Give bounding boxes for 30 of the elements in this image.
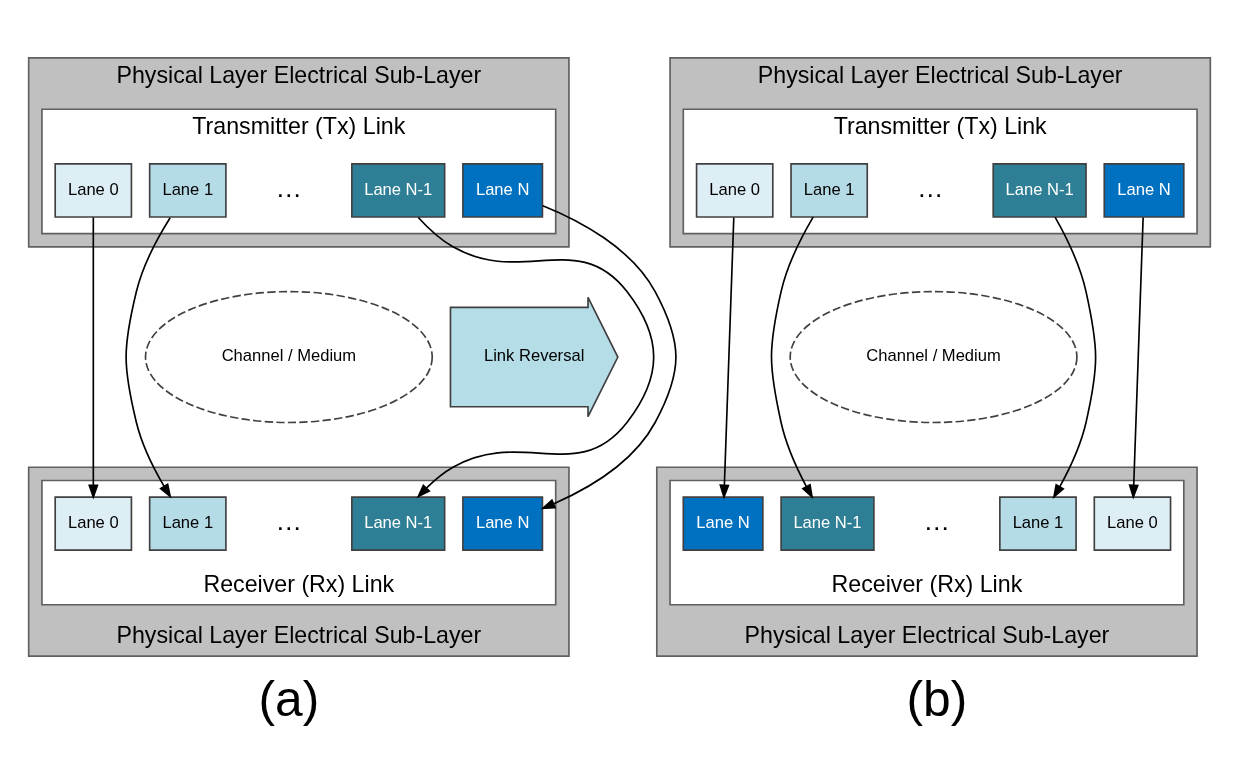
node-box: Lane N-1 [351,163,446,218]
node-ellipse: Channel / Medium [144,290,434,424]
arrow [1052,216,1097,500]
label: (a) [258,670,320,727]
node-box: Lane 1 [148,496,227,551]
node-box: Lane 0 [1093,496,1172,551]
label: … [923,505,951,536]
arrow [540,204,677,510]
node-box: Lane 1 [790,163,869,218]
arrow [1128,216,1144,500]
node-box: Lane N [1103,163,1185,218]
node-box: Lane N [682,496,764,551]
node-box: Lane N-1 [992,163,1087,218]
arrow [88,216,99,500]
arrow [416,216,655,499]
label: … [916,172,944,203]
node-box: Lane 1 [999,496,1077,551]
node-box: Lane N-1 [351,496,446,551]
node-ellipse: Channel / Medium [789,290,1078,424]
label: … [275,172,303,203]
node-box: Lane 0 [54,163,133,218]
arrow [719,216,735,500]
label: (b) [906,670,968,727]
label: … [275,505,303,536]
node-box: Lane N [462,496,544,551]
node-box: Lane 0 [54,496,133,551]
node-box: Lane 1 [148,163,227,218]
node-box: Lane 0 [695,163,774,218]
node-box: Lane N-1 [780,496,875,551]
node-box: Lane N [462,163,544,218]
